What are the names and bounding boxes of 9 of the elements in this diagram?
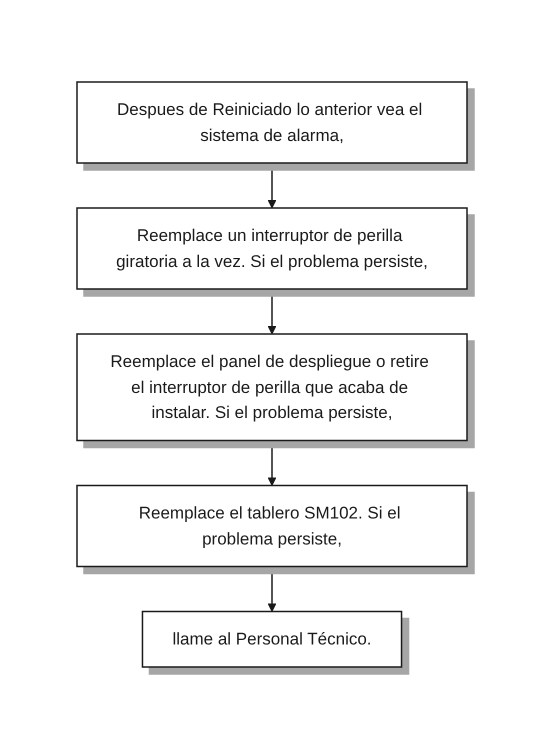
node-box: Reemplace un interruptor de perilla giratoria a la vez. Si el problema persiste, — [76, 206, 468, 290]
arrow — [267, 566, 276, 612]
node-box: Reemplace el tablero SM102. Si el problema persiste, — [76, 484, 468, 567]
node-box: Reemplace el panel de despliegue o retire el interruptor de perilla que acaba de instalar. Si el problema persiste, — [76, 332, 468, 441]
node-box: llame al Personal Técnico. — [141, 610, 402, 668]
arrow — [267, 288, 276, 334]
node-box: Despues de Reiniciado lo anterior vea el sistema de alarma, — [76, 80, 468, 164]
arrow — [267, 162, 276, 208]
arrow — [267, 440, 276, 486]
